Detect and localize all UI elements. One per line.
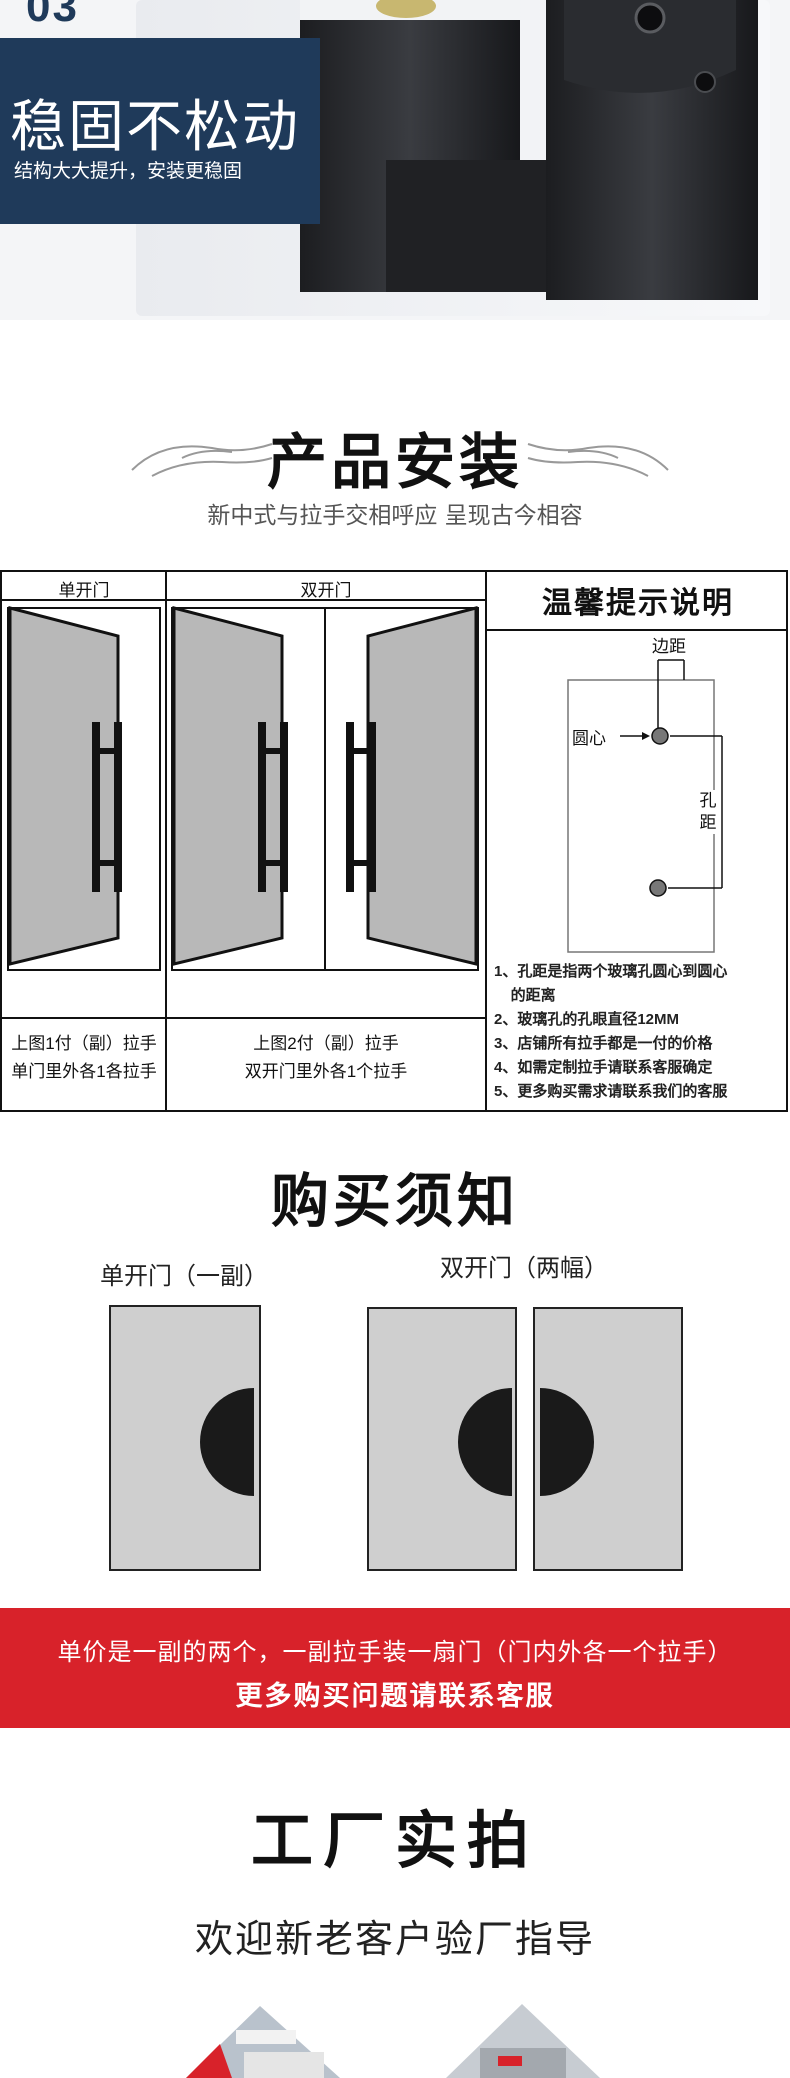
factory-photos <box>186 2004 600 2078</box>
banner-contact-note: 更多购买问题请联系客服 <box>235 1681 555 1711</box>
install-title: 产品安装 <box>267 428 523 498</box>
tip-item: 5、更多购买需求请联系我们的客服 <box>494 1083 728 1100</box>
single-door-handle <box>200 1388 254 1496</box>
double-door-left-handle <box>458 1388 512 1496</box>
buy-notice-doors <box>109 1305 683 1571</box>
cloud-ornament-left <box>131 443 273 477</box>
tip-item: 2、玻璃孔的孔眼直径12MM <box>494 1011 680 1028</box>
double-door-caption: 上图2付（副）拉手 双开门里外各1个拉手 <box>244 1034 408 1081</box>
tip-item: 4、如需定制拉手请联系客服确定 <box>494 1059 713 1076</box>
hero-number: 03 <box>26 0 79 31</box>
factory-subtitle: 欢迎新老客户验厂指导 <box>194 1919 595 1961</box>
tips-title: 温馨提示说明 <box>542 587 734 620</box>
tip-item: 的距离 <box>494 987 556 1004</box>
hero-subtitle: 结构大大提升，安装更稳固 <box>14 161 243 182</box>
hole-top <box>651 727 669 745</box>
double-door-right-handle <box>540 1388 594 1496</box>
tip-item: 1、孔距是指两个玻璃孔圆心到圆心 <box>494 963 728 980</box>
door-diagram-drawing <box>2 572 788 1112</box>
tips-list: 1、孔距是指两个玻璃孔圆心到圆心 的距离 2、玻璃孔的孔眼直径12MM 3、店铺… <box>494 960 786 1104</box>
double-door-right-leaf <box>366 606 478 966</box>
double-door-pair-label: 双开门（两幅） <box>440 1255 608 1282</box>
installation-diagram: 单开门 双开门 上图1付（副）拉手 单门里外各1各拉手 上图2付（副）拉手 双开… <box>0 570 788 1112</box>
cloud-ornament-right <box>527 443 669 477</box>
banner-price-note: 单价是一副的两个，一副拉手装一扇门（门内外各一个拉手） <box>57 1639 733 1666</box>
hero-title: 稳固不松动 <box>10 95 300 160</box>
hero-badge: 稳固不松动 结构大大提升，安装更稳固 <box>0 38 320 224</box>
single-door-pair-label: 单开门（一副） <box>100 1263 268 1290</box>
double-door-label: 双开门 <box>300 581 352 600</box>
single-door-leaf <box>8 606 120 966</box>
hero-section: 稳固不松动 结构大大提升，安装更稳固 03 <box>0 0 790 320</box>
tip-item: 3、店铺所有拉手都是一付的价格 <box>494 1035 713 1052</box>
hole-distance-tag: 孔距 <box>698 790 718 834</box>
single-door-label: 单开门 <box>58 581 110 600</box>
margin-tag: 边距 <box>652 637 686 656</box>
double-door-left-leaf <box>172 606 284 966</box>
purchase-banner: 单价是一副的两个，一副拉手装一扇门（门内外各一个拉手） 更多购买问题请联系客服 <box>0 1608 790 1728</box>
single-door-caption: 上图1付（副）拉手 单门里外各1各拉手 <box>11 1034 157 1081</box>
hole-bottom <box>649 879 667 897</box>
buy-notice-title: 购买须知 <box>270 1169 519 1234</box>
center-tag: 圆心 <box>572 729 606 748</box>
install-subtitle: 新中式与拉手交相呼应 呈现古今相容 <box>207 503 583 529</box>
factory-title: 工厂实拍 <box>250 1807 539 1876</box>
